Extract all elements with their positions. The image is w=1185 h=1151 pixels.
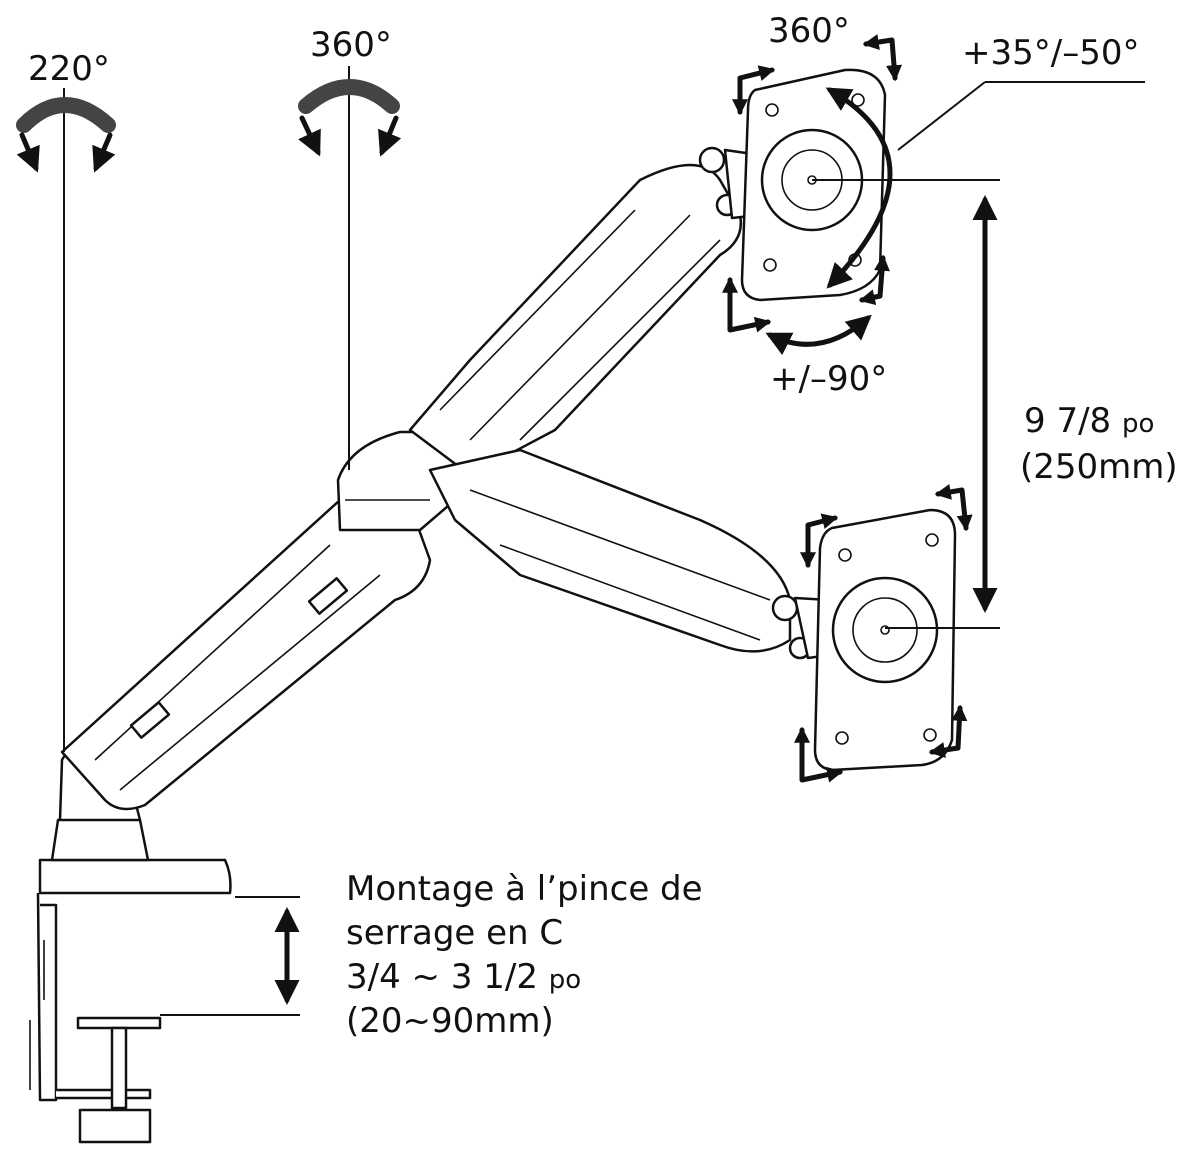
- lower-monitor-arm: [428, 448, 832, 660]
- rotation-icon: [298, 79, 402, 157]
- clamp-label-line1: Montage à l’pince de: [346, 869, 703, 909]
- swivel-arc-icon: [765, 314, 872, 356]
- arm-rotation-label: 360°: [310, 25, 392, 65]
- clamp-label-line4: (20~90mm): [346, 1001, 554, 1041]
- base-rotation-label: 220°: [28, 49, 110, 89]
- height-label-line2: (250mm): [1020, 447, 1178, 487]
- clamp-label-line3: 3/4 ~ 3 1/2 po: [346, 957, 581, 997]
- top-vesa-plate: [740, 68, 887, 302]
- lower-arm: [60, 489, 432, 811]
- swivel-label: +/–90°: [770, 359, 887, 399]
- tilt-label: +35°/–50°: [962, 33, 1139, 73]
- height-label-line1: 9 7/8 po: [1024, 401, 1154, 441]
- upper-arm: [408, 146, 762, 477]
- lower-vesa-plate: [813, 508, 957, 772]
- tilt-arc-icon: [825, 87, 893, 289]
- rotation-corner-icon: [793, 484, 973, 783]
- clamp-label-line2: serrage en C: [346, 913, 563, 953]
- rotation-icon: [16, 97, 116, 173]
- c-clamp-base: [29, 858, 232, 1144]
- rotation-corner-icon: [721, 34, 902, 333]
- head-rotation-label: 360°: [768, 11, 850, 51]
